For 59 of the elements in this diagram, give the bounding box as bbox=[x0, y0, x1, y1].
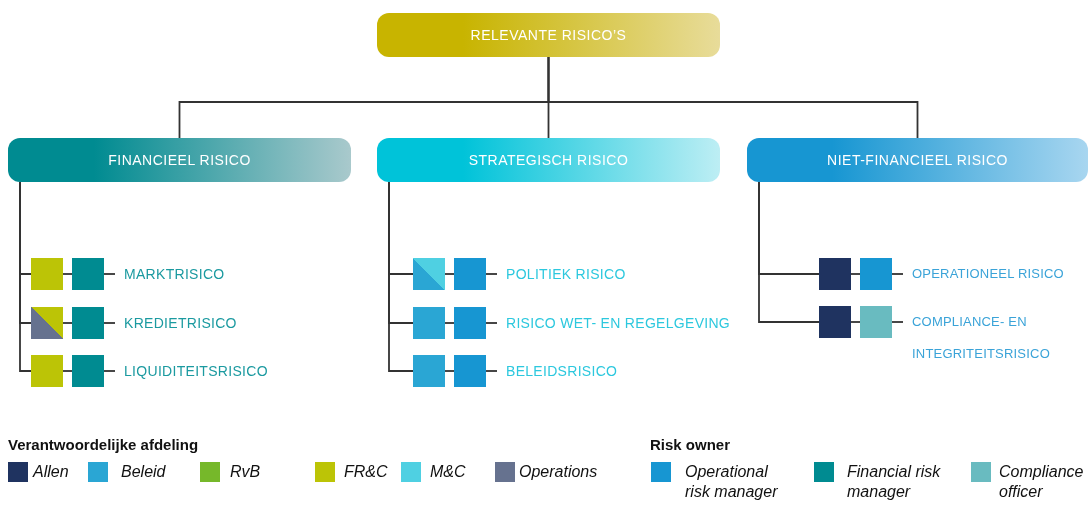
legend-heading: Verantwoordelijke afdeling bbox=[8, 436, 199, 453]
connector-line bbox=[850, 273, 861, 275]
connector-line bbox=[19, 181, 32, 372]
category-box: STRATEGISCH RISICO bbox=[377, 138, 720, 182]
connector-line bbox=[444, 370, 455, 372]
connector-line bbox=[485, 273, 498, 275]
connector-line bbox=[891, 321, 904, 323]
category-box: NIET-FINANCIEEL RISICO bbox=[747, 138, 1088, 182]
owner-square bbox=[72, 258, 104, 290]
connector-line bbox=[103, 322, 116, 324]
legend-text: Beleid bbox=[121, 462, 167, 482]
risk-name: OPERATIONEEL RISICO bbox=[912, 258, 1088, 290]
connector-line bbox=[444, 322, 455, 324]
risk-name: KREDIETRISICO bbox=[124, 307, 314, 339]
connector-line bbox=[388, 181, 414, 372]
legend-text: RvB bbox=[230, 462, 262, 482]
legend-text: M&C bbox=[430, 462, 467, 482]
department-square bbox=[413, 307, 445, 339]
connector-line bbox=[547, 56, 919, 139]
connector-line bbox=[850, 321, 861, 323]
connector-line bbox=[103, 370, 116, 372]
legend-text: Allen bbox=[33, 462, 70, 482]
connector-line bbox=[444, 273, 455, 275]
risk-name: BELEIDSRISICO bbox=[506, 355, 756, 387]
risk-name: LIQUIDITEITSRISICO bbox=[124, 355, 314, 387]
connector-line bbox=[891, 273, 904, 275]
department-square bbox=[31, 355, 63, 387]
risk-name: POLITIEK RISICO bbox=[506, 258, 756, 290]
connector-line bbox=[485, 322, 498, 324]
legend-text: Operational risk manager bbox=[685, 462, 779, 502]
category-box: FINANCIEEL RISICO bbox=[8, 138, 351, 182]
department-square bbox=[31, 258, 63, 290]
risk-name: RISICO WET- EN REGELGEVING bbox=[506, 307, 756, 339]
connector-line bbox=[103, 273, 116, 275]
owner-square bbox=[72, 307, 104, 339]
risk-name: COMPLIANCE- EN INTEGRITEITSRISICO bbox=[912, 306, 1052, 370]
legend-text: Operations bbox=[519, 462, 599, 482]
legend-text: Compliance officer bbox=[999, 462, 1085, 502]
department-square bbox=[819, 258, 851, 290]
owner-square bbox=[72, 355, 104, 387]
owner-square bbox=[454, 355, 486, 387]
department-square bbox=[413, 258, 445, 290]
connector-line bbox=[62, 322, 73, 324]
owner-square bbox=[860, 306, 892, 338]
owner-square bbox=[860, 258, 892, 290]
connector-line bbox=[62, 273, 73, 275]
risk-name: MARKTRISICO bbox=[124, 258, 314, 290]
legend-heading: Risk owner bbox=[650, 436, 731, 453]
department-square bbox=[413, 355, 445, 387]
legend-text: Financial risk manager bbox=[847, 462, 942, 502]
root-risk-box: RELEVANTE RISICO’S bbox=[377, 13, 720, 57]
connector-line bbox=[62, 370, 73, 372]
department-square bbox=[31, 307, 63, 339]
connector-line bbox=[758, 181, 820, 323]
owner-square bbox=[454, 307, 486, 339]
legend-text: FR&C bbox=[344, 462, 389, 482]
owner-square bbox=[454, 258, 486, 290]
department-square bbox=[819, 306, 851, 338]
connector-line bbox=[485, 370, 498, 372]
